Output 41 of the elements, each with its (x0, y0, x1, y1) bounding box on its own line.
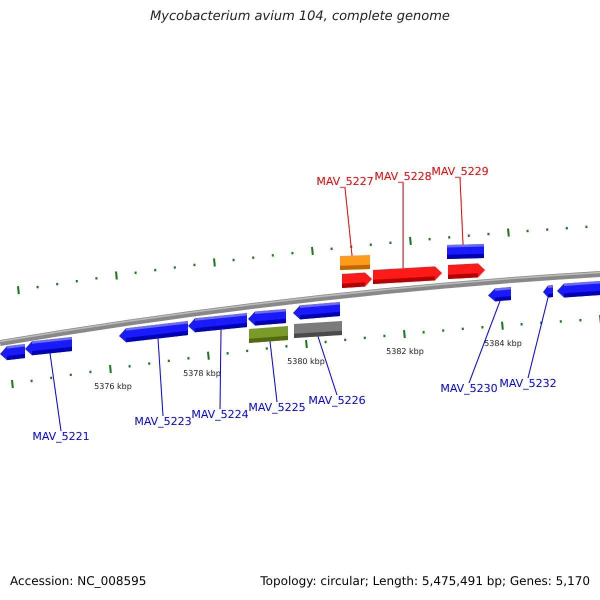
gene-feature (340, 255, 370, 270)
title: Mycobacterium avium 104, complete genome (150, 9, 450, 25)
gene-feature (249, 326, 288, 343)
footer-text: Topology: circular; Length: 5,475,491 bp; Genes: 5,170 (260, 574, 590, 588)
leader-line (460, 178, 464, 246)
gene-label: MAV_5232 (499, 377, 557, 390)
gene-label: MAV_5224 (191, 408, 249, 422)
leader-line (220, 329, 222, 410)
leader-line (318, 336, 338, 396)
gene-feature (448, 263, 485, 279)
leader-line (344, 188, 352, 256)
gene-label: MAV_5229 (431, 165, 489, 178)
gene-feature (447, 244, 484, 259)
gene-feature (119, 321, 188, 342)
scale-label: 5384 kbp (484, 339, 522, 349)
gene-feature (543, 285, 553, 298)
gene-label: MAV_5223 (134, 415, 192, 428)
leader-line (270, 340, 278, 402)
gene-feature (294, 321, 342, 338)
gene-feature (248, 309, 286, 326)
gene-feature (342, 272, 372, 288)
gene-label: MAV_5228 (374, 170, 432, 184)
gene-label: MAV_5227 (316, 175, 374, 188)
gene-label: MAV_5225 (248, 401, 306, 414)
gene-feature (488, 287, 511, 302)
scale-label: 5382 kbp (386, 347, 424, 357)
gene-feature (293, 302, 340, 320)
leader-line (468, 300, 500, 384)
gene-feature (188, 313, 247, 332)
leader-line (50, 352, 62, 432)
gene-label: MAV_5230 (440, 382, 498, 396)
scale-label: 5380 kbp (287, 357, 325, 367)
gene-feature (0, 344, 25, 360)
leader-line (528, 297, 548, 378)
footer-text: Accession: NC_008595 (10, 574, 146, 588)
scale-label: 5376 kbp (94, 382, 132, 392)
gene-feature (557, 281, 600, 298)
leader-line (158, 338, 164, 416)
gene-label: MAV_5221 (32, 430, 90, 444)
gene-label: MAV_5226 (308, 394, 366, 408)
leader-line (402, 182, 404, 269)
